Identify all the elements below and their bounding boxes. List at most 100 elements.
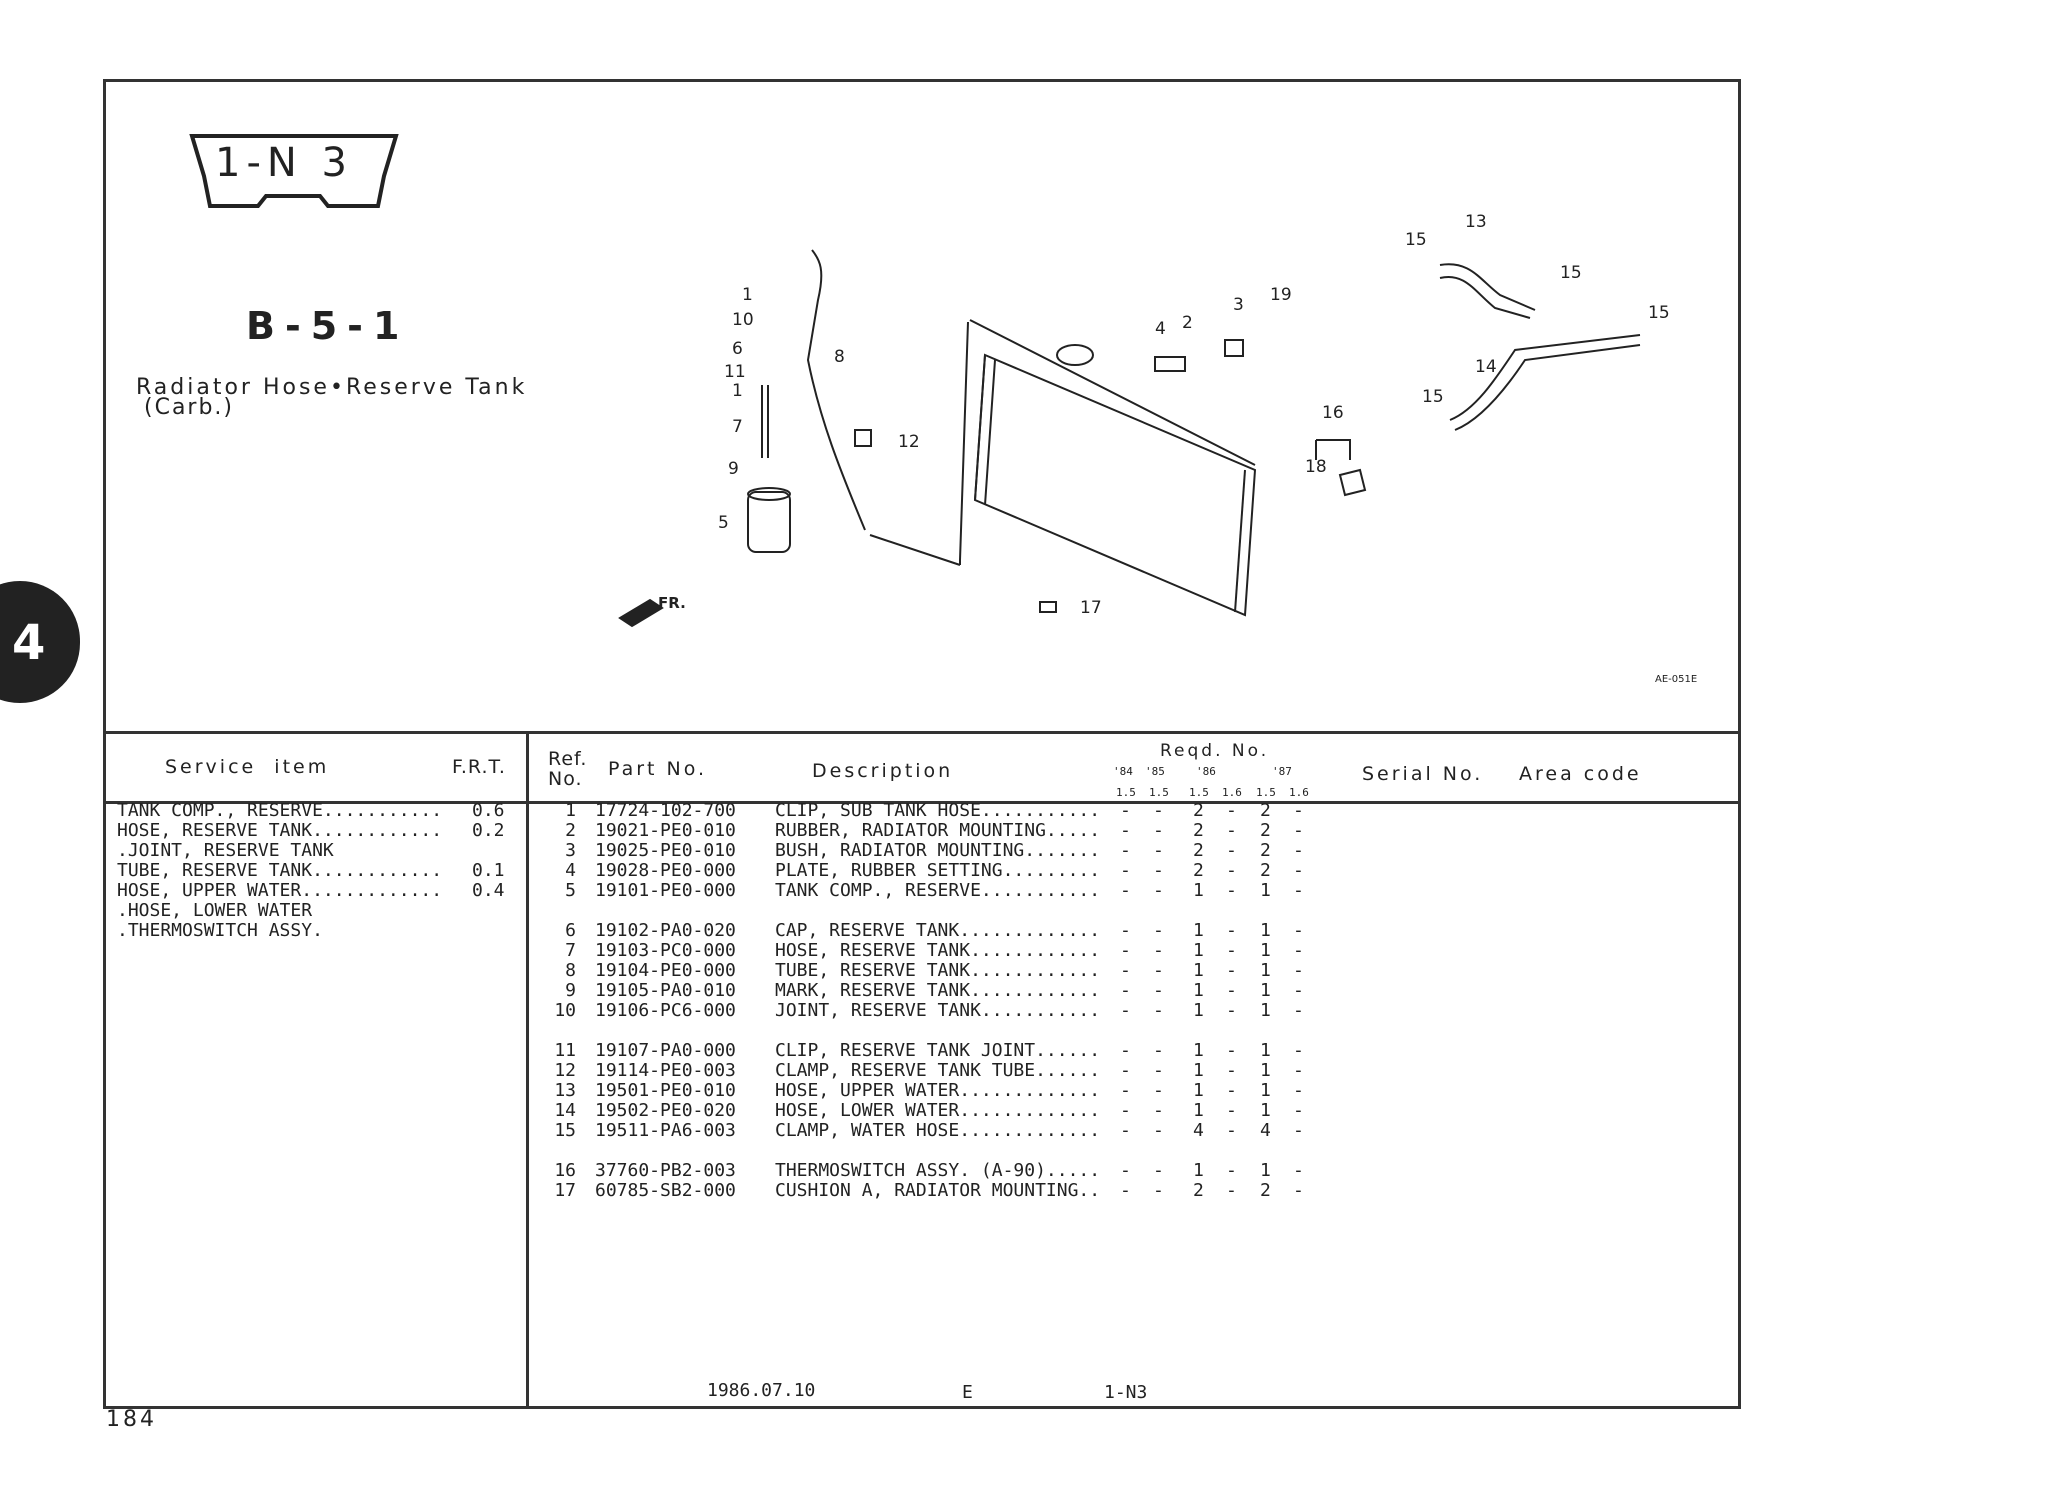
description: HOSE, UPPER WATER............. (775, 1080, 1101, 1101)
plate-rubber (1154, 356, 1186, 372)
quantity: 2 (1193, 840, 1204, 861)
quantity: - (1120, 960, 1131, 981)
quantity: 1 (1193, 1100, 1204, 1121)
no-header: No. (548, 768, 583, 790)
quantity: - (1120, 940, 1131, 961)
callout: 15 (1422, 387, 1444, 407)
quantity: - (1120, 1080, 1131, 1101)
quantity: - (1293, 1180, 1304, 1201)
ref-number: 7 (565, 940, 576, 961)
quantity: - (1293, 820, 1304, 841)
quantity: - (1120, 1060, 1131, 1081)
part-number: 19107-PA0-000 (595, 1040, 736, 1061)
callout: 1 (742, 285, 753, 305)
clamp-12 (854, 429, 872, 447)
part-number: 19103-PC0-000 (595, 940, 736, 961)
quantity: - (1293, 1060, 1304, 1081)
quantity: - (1120, 840, 1131, 861)
ref-number: 16 (554, 1160, 576, 1181)
front-arrow (618, 598, 664, 628)
radiator-tank-right (1234, 469, 1246, 613)
description: HOSE, LOWER WATER............. (775, 1100, 1101, 1121)
quantity: - (1226, 880, 1237, 901)
part-no-header: Part No. (608, 758, 708, 780)
reserve-hose (761, 385, 769, 458)
service-item: .THERMOSWITCH ASSY. (117, 920, 323, 941)
year-label: '85 (1145, 765, 1165, 778)
quantity: - (1120, 1100, 1131, 1121)
quantity: - (1153, 1060, 1164, 1081)
radiator-outline (959, 319, 1256, 565)
ref-number: 4 (565, 860, 576, 881)
callout: 13 (1465, 212, 1487, 232)
description: CAP, RESERVE TANK............. (775, 920, 1101, 941)
table-top-rule (103, 731, 1741, 734)
callout: 6 (732, 339, 743, 359)
description: CLAMP, RESERVE TANK TUBE...... (775, 1060, 1101, 1081)
quantity: 2 (1260, 800, 1271, 821)
callout: 1 (732, 381, 743, 401)
description: BUSH, RADIATOR MOUNTING....... (775, 840, 1101, 861)
service-item: TUBE, RESERVE TANK............ (117, 860, 443, 881)
quantity: 1 (1260, 1040, 1271, 1061)
quantity: 1 (1193, 1080, 1204, 1101)
exploded-diagram: 1 10 6 11 1 7 9 5 8 12 4 2 3 19 16 18 17… (618, 212, 1697, 685)
part-number: 19502-PE0-020 (595, 1100, 736, 1121)
quantity: 4 (1193, 1120, 1204, 1141)
quantity: - (1120, 1040, 1131, 1061)
variant-label: 1.6 (1289, 786, 1309, 799)
ref-number: 9 (565, 980, 576, 1001)
footer-date: 1986.07.10 (707, 1380, 816, 1401)
ref-number: 13 (554, 1080, 576, 1101)
ref-number: 8 (565, 960, 576, 981)
quantity: - (1153, 1100, 1164, 1121)
serial-header: Serial No. (1362, 763, 1484, 785)
callout: 2 (1182, 313, 1193, 333)
radiator-cap (1056, 344, 1094, 366)
quantity: 1 (1193, 960, 1204, 981)
quantity: 1 (1193, 980, 1204, 1001)
callout: 3 (1233, 295, 1244, 315)
callout: 15 (1405, 230, 1427, 250)
quantity: - (1293, 1160, 1304, 1181)
cushion (1039, 601, 1057, 613)
callout: 8 (834, 347, 845, 367)
quantity: - (1226, 1000, 1237, 1021)
quantity: 1 (1193, 940, 1204, 961)
quantity: - (1153, 820, 1164, 841)
callouts: 1 10 6 11 1 7 9 5 8 12 4 2 3 19 16 18 17… (658, 212, 1697, 685)
variant-label: 1.5 (1189, 786, 1209, 799)
quantity: 4 (1260, 1120, 1271, 1141)
reqd-header: Reqd. No. (1160, 741, 1270, 761)
ref-number: 5 (565, 880, 576, 901)
service-frt: 0.2 (472, 820, 505, 841)
quantity: 1 (1193, 920, 1204, 941)
quantity: - (1226, 1180, 1237, 1201)
quantity: 2 (1193, 820, 1204, 841)
part-number: 19106-PC6-000 (595, 1000, 736, 1021)
service-item: HOSE, RESERVE TANK............ (117, 820, 443, 841)
year-label: '84 (1113, 765, 1133, 778)
quantity: - (1293, 1080, 1304, 1101)
quantity: 2 (1193, 800, 1204, 821)
quantity: - (1226, 840, 1237, 861)
description: TANK COMP., RESERVE........... (775, 880, 1101, 901)
part-number: 60785-SB2-000 (595, 1180, 736, 1201)
quantity: - (1226, 960, 1237, 981)
quantity: - (1226, 1040, 1237, 1061)
callout: 15 (1560, 263, 1582, 283)
quantity: - (1226, 1120, 1237, 1141)
quantity: - (1120, 1180, 1131, 1201)
quantity: 1 (1260, 880, 1271, 901)
service-item: .JOINT, RESERVE TANK (117, 840, 334, 861)
description: RUBBER, RADIATOR MOUNTING..... (775, 820, 1101, 841)
description: CLIP, RESERVE TANK JOINT...... (775, 1040, 1101, 1061)
quantity: 2 (1260, 1180, 1271, 1201)
quantity: - (1153, 1080, 1164, 1101)
front-label: FR. (658, 594, 686, 612)
callout: 9 (728, 459, 739, 479)
frt-header: F.R.T. (452, 756, 506, 778)
callout: 4 (1155, 319, 1166, 339)
quantity: - (1120, 1120, 1131, 1141)
quantity: - (1153, 860, 1164, 881)
